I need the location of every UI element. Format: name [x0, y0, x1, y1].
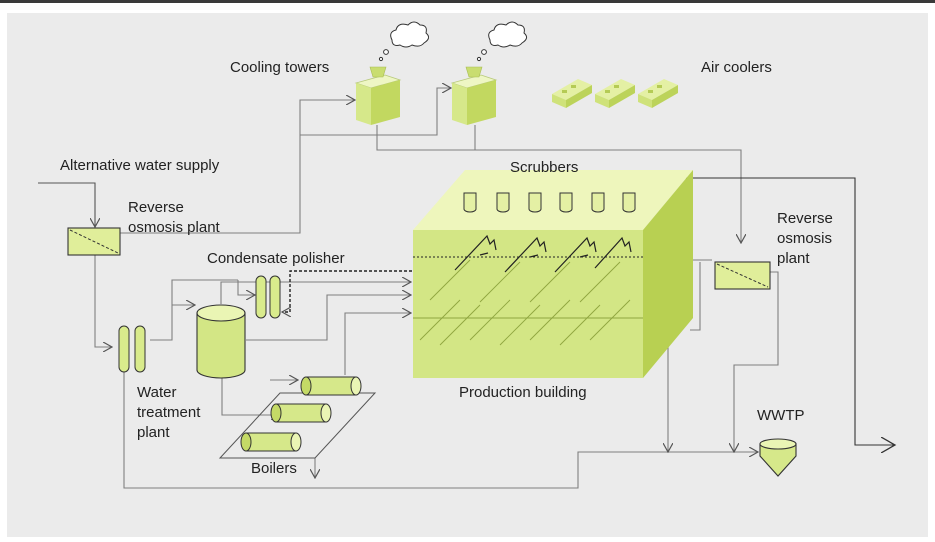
water-treatment-columns: [118, 325, 146, 373]
polisher-column: [255, 275, 267, 319]
label-production-building: Production building: [459, 384, 587, 401]
flow-ro-to-tower-2: [300, 88, 451, 136]
label-reverse-osmosis-right-line3: plant: [777, 250, 810, 267]
scrubber-unit: [496, 192, 510, 213]
wwtp-clarifier: [759, 438, 797, 477]
top-rule: [0, 0, 935, 3]
polisher-column: [269, 275, 281, 319]
reverse-osmosis-unit-right: [714, 261, 771, 290]
steam-cloud-icon: [390, 21, 430, 48]
condensate-polisher: [255, 275, 281, 319]
boiler-rack: [218, 392, 377, 459]
flow-deaerator-to-production: [220, 282, 411, 304]
label-condensate-polisher: Condensate polisher: [207, 250, 345, 267]
air-cooler-unit: [552, 79, 592, 108]
label-reverse-osmosis-right-line2: osmosis: [777, 230, 832, 247]
label-reverse-osmosis-left-line1: Reverse: [128, 199, 184, 216]
steam-puff-icon: [476, 56, 482, 62]
production-hatching: [413, 259, 643, 346]
steam-cloud-icon: [488, 21, 528, 48]
boilers: [218, 376, 377, 459]
air-cooler-unit: [595, 79, 635, 108]
flow-deaerator-side-to-production: [246, 295, 411, 341]
cooling-tower-2: [450, 66, 498, 125]
scrubber-unit: [559, 192, 573, 213]
flow-alt-supply-to-ro: [38, 182, 95, 227]
deaerator-tank: [196, 304, 246, 379]
flow-right-ro-reject: [734, 271, 779, 452]
label-water-treatment-line1: Water: [137, 384, 176, 401]
scrubber-unit: [591, 192, 605, 213]
flow-boilers-to-production: [344, 313, 411, 375]
boiler-drum: [300, 376, 362, 396]
flow-ro-to-tower-1: [120, 100, 355, 234]
steam-puff-icon: [378, 56, 384, 62]
label-wwtp: WWTP: [757, 407, 804, 424]
label-cooling-towers: Cooling towers: [230, 59, 329, 76]
flow-condensate-return: [282, 270, 412, 312]
production-building: [413, 170, 693, 378]
reverse-osmosis-unit-left: [67, 227, 121, 256]
treatment-column: [134, 325, 146, 373]
scrubber-unit: [463, 192, 477, 213]
air-coolers: [552, 79, 678, 108]
boiler-drum: [270, 403, 332, 423]
flow-ro-to-wtp: [94, 255, 112, 347]
label-alternative-water-supply: Alternative water supply: [60, 157, 220, 174]
flow-right-ro-loop: [690, 262, 701, 331]
treatment-column: [118, 325, 130, 373]
flow-deaerator-to-boilers: [221, 378, 280, 415]
label-scrubbers: Scrubbers: [510, 159, 578, 176]
scrubbers: [463, 192, 636, 213]
scrubber-unit: [528, 192, 542, 213]
label-air-coolers: Air coolers: [701, 59, 772, 76]
process-vessels: [454, 234, 632, 273]
boiler-drum: [240, 432, 302, 452]
steam-puff-icon: [481, 49, 487, 55]
steam-cloud-icons: [378, 21, 528, 62]
label-boilers: Boilers: [251, 460, 297, 477]
flow-towers-to-right-ro: [376, 125, 741, 243]
flow-main-to-wwtp: [123, 372, 758, 489]
scrubber-unit: [622, 192, 636, 213]
label-water-treatment-line3: plant: [137, 424, 170, 441]
steam-puff-icon: [383, 49, 389, 55]
label-water-treatment-line2: treatment: [137, 404, 201, 421]
label-reverse-osmosis-right-line1: Reverse: [777, 210, 833, 227]
cooling-tower-1: [354, 66, 402, 125]
flow-into-polisher: [237, 280, 255, 295]
flow-wtp-to-polisher: [150, 279, 238, 341]
label-reverse-osmosis-left-line2: osmosis plant: [128, 219, 221, 236]
air-cooler-unit: [638, 79, 678, 108]
